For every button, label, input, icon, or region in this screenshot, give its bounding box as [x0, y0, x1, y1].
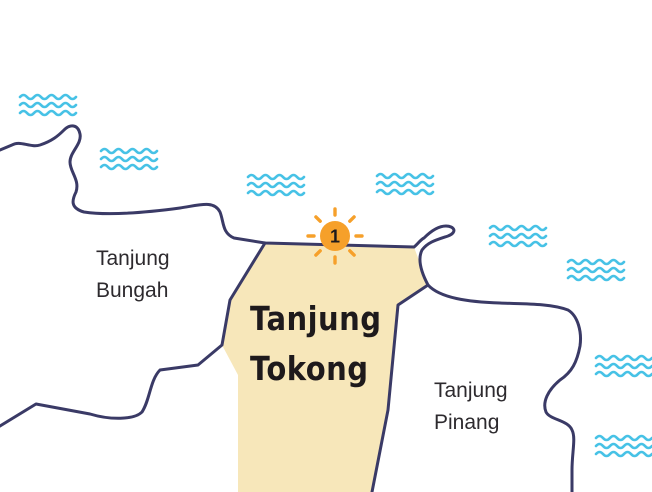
area-label-line: Tanjung: [434, 379, 508, 402]
waves-icon: [246, 173, 306, 197]
area-label-line: Pinang: [434, 411, 500, 434]
area-label-line: Tokong: [250, 349, 369, 388]
tanjung-tokong-area[interactable]: [222, 243, 428, 492]
waves-icon: [594, 354, 652, 378]
border-tokong-pinang: [370, 283, 430, 492]
marker-number: 1: [330, 227, 340, 247]
area-label-tanjung-pinang: Tanjung Pinang: [434, 375, 508, 439]
area-label-tanjung-bungah: Tanjung Bungah: [96, 243, 170, 307]
waves-icon: [99, 147, 159, 171]
sun-icon[interactable]: 1: [306, 207, 364, 265]
area-label-line: Tanjung: [250, 299, 382, 338]
area-label-tanjung-tokong: Tanjung Tokong: [250, 294, 382, 394]
area-label-line: Bungah: [96, 279, 169, 302]
waves-icon: [488, 224, 548, 248]
area-label-line: Tanjung: [96, 247, 170, 270]
waves-icon: [18, 93, 78, 117]
coastline: [0, 124, 582, 492]
waves-icon: [375, 172, 435, 196]
waves-icon: [594, 434, 652, 458]
waves-icon: [566, 258, 626, 282]
border-bungah-tokong: [0, 241, 267, 428]
